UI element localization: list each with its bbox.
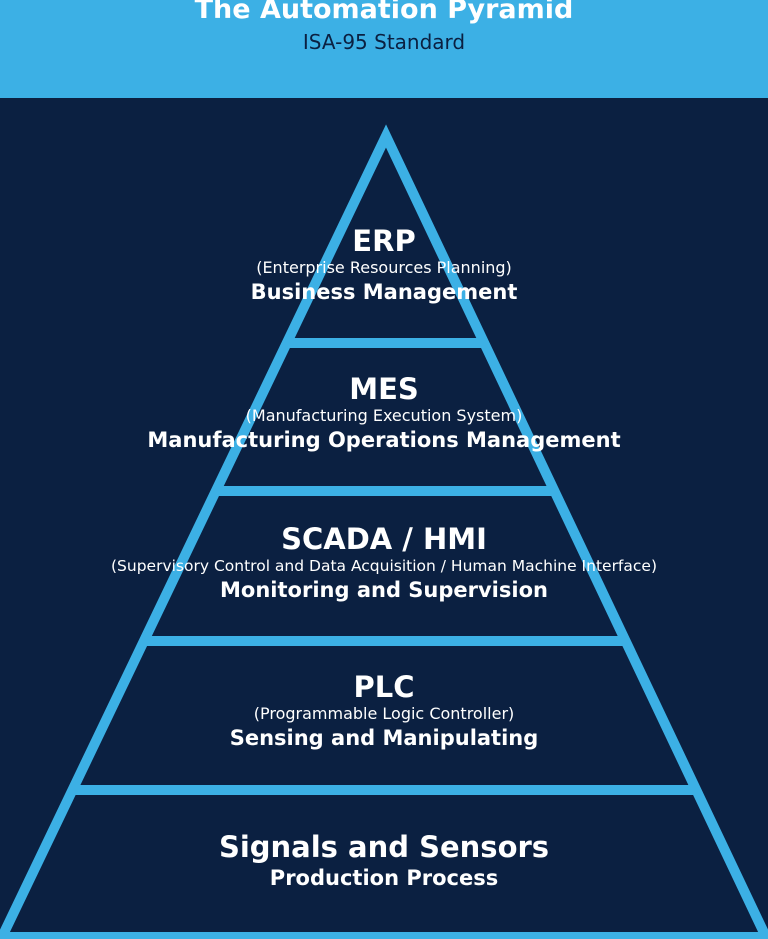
level-plc-full-name: (Programmable Logic Controller) (253, 704, 515, 723)
level-scada-hmi-name: SCADA / HMI (281, 522, 487, 556)
page-subtitle: ISA-95 Standard (302, 30, 466, 54)
level-plc-name: PLC (353, 670, 415, 704)
level-mes: MES (Manufacturing Execution System) Man… (0, 372, 768, 454)
header-banner: The Automation Pyramid ISA-95 Standard (0, 0, 768, 98)
level-mes-name: MES (349, 372, 419, 406)
level-plc: PLC (Programmable Logic Controller) Sens… (0, 670, 768, 752)
level-erp-role: Business Management (250, 280, 518, 304)
level-signals-sensors-name: Signals and Sensors (218, 830, 550, 864)
level-scada-hmi: SCADA / HMI (Supervisory Control and Dat… (0, 522, 768, 604)
page-title: The Automation Pyramid (194, 0, 574, 25)
level-signals-sensors-role: Production Process (269, 866, 499, 890)
level-mes-full-name: (Manufacturing Execution System) (245, 406, 523, 425)
level-erp-full-name: (Enterprise Resources Planning) (256, 258, 512, 277)
level-erp: ERP (Enterprise Resources Planning) Busi… (0, 224, 768, 306)
level-scada-hmi-role: Monitoring and Supervision (220, 578, 548, 602)
level-erp-name: ERP (352, 224, 416, 258)
pyramid-outline (0, 124, 768, 939)
level-plc-role: Sensing and Manipulating (229, 726, 539, 750)
level-mes-role: Manufacturing Operations Management (147, 428, 621, 452)
level-scada-hmi-full-name: (Supervisory Control and Data Acquisitio… (111, 557, 657, 575)
level-signals-sensors: Signals and Sensors Production Process (0, 830, 768, 892)
